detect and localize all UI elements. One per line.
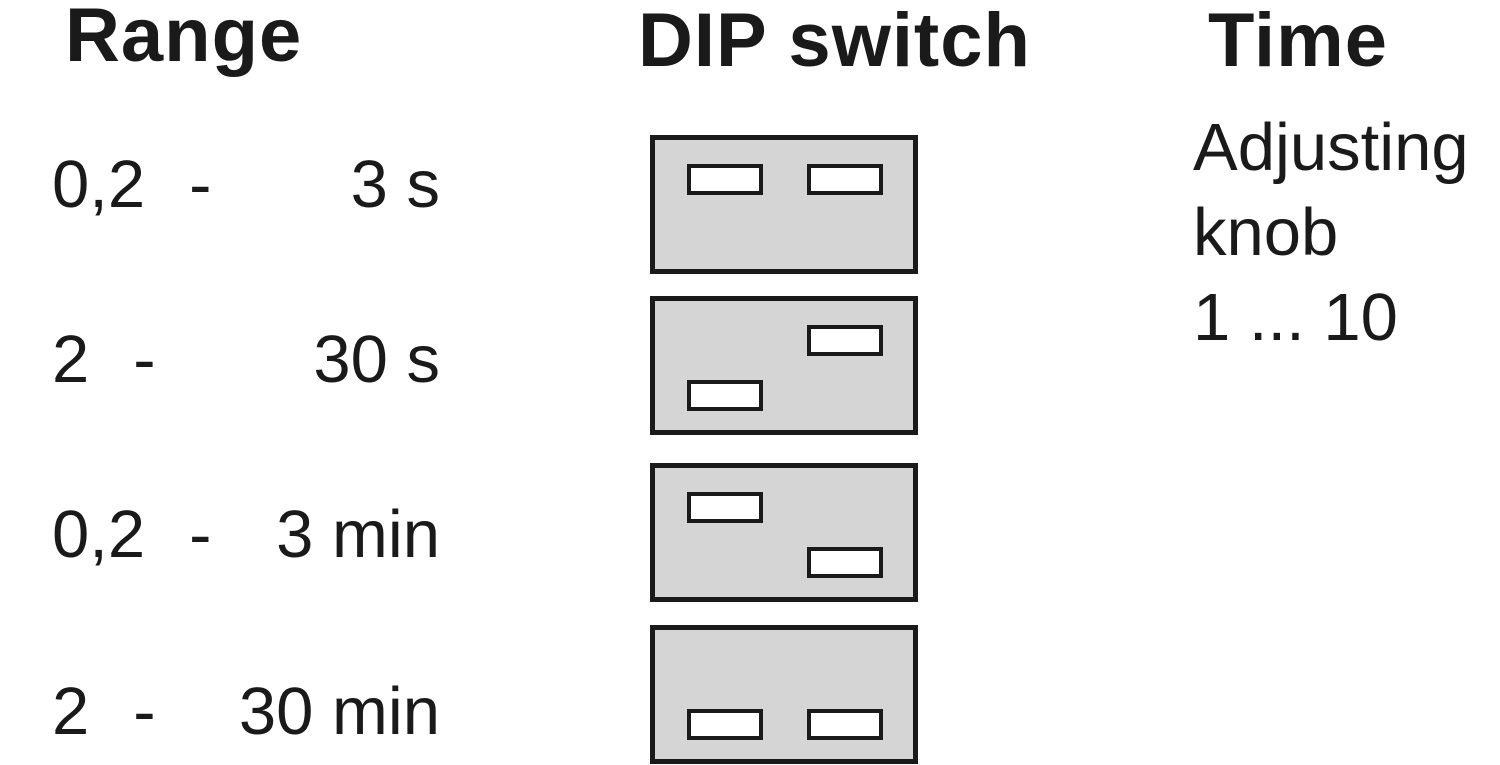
range-dash: - xyxy=(189,497,212,572)
column-header-dip-switch: DIP switch xyxy=(638,0,1031,83)
range-max-value: 3 s xyxy=(350,147,440,222)
range-min-value: 2 xyxy=(52,322,90,397)
range-max-value: 30 min xyxy=(238,674,440,749)
dip-switch-diagram-1 xyxy=(650,135,918,274)
dip-switch-diagram-3 xyxy=(650,463,918,602)
dip-switch-actuator-right xyxy=(807,325,883,356)
range-dash: - xyxy=(189,147,212,222)
dip-switch-actuator-left xyxy=(687,380,763,411)
range-row-3: 0,2 - 3 min xyxy=(52,501,440,568)
dip-switch-actuator-right xyxy=(807,164,883,195)
range-row-2: 2 - 30 s xyxy=(52,326,440,393)
dip-switch-diagram-2 xyxy=(650,296,918,435)
dip-switch-diagram-4 xyxy=(650,625,918,764)
dip-switch-actuator-right xyxy=(807,547,883,578)
range-max-value: 30 s xyxy=(313,322,440,397)
range-min-value: 0,2 xyxy=(52,497,146,572)
dip-switch-actuator-left xyxy=(687,492,763,523)
range-row-1: 0,2 - 3 s xyxy=(52,151,440,218)
dip-switch-actuator-left xyxy=(687,164,763,195)
range-max-value: 3 min xyxy=(276,497,440,572)
range-dash: - xyxy=(133,322,156,397)
dip-switch-actuator-left xyxy=(687,709,763,740)
range-row-4: 2 - 30 min xyxy=(52,678,440,745)
time-note-line-3: 1 ... 10 xyxy=(1193,280,1398,355)
column-header-time: Time xyxy=(1208,0,1389,83)
range-dash: - xyxy=(133,674,156,749)
range-min-value: 2 xyxy=(52,674,90,749)
column-header-range: Range xyxy=(65,0,303,78)
range-min-value: 0,2 xyxy=(52,147,146,222)
dip-switch-actuator-right xyxy=(807,709,883,740)
time-note: Adjusting knob 1 ... 10 xyxy=(1193,105,1469,360)
time-note-line-2: knob xyxy=(1193,195,1339,270)
time-note-line-1: Adjusting xyxy=(1193,110,1469,185)
